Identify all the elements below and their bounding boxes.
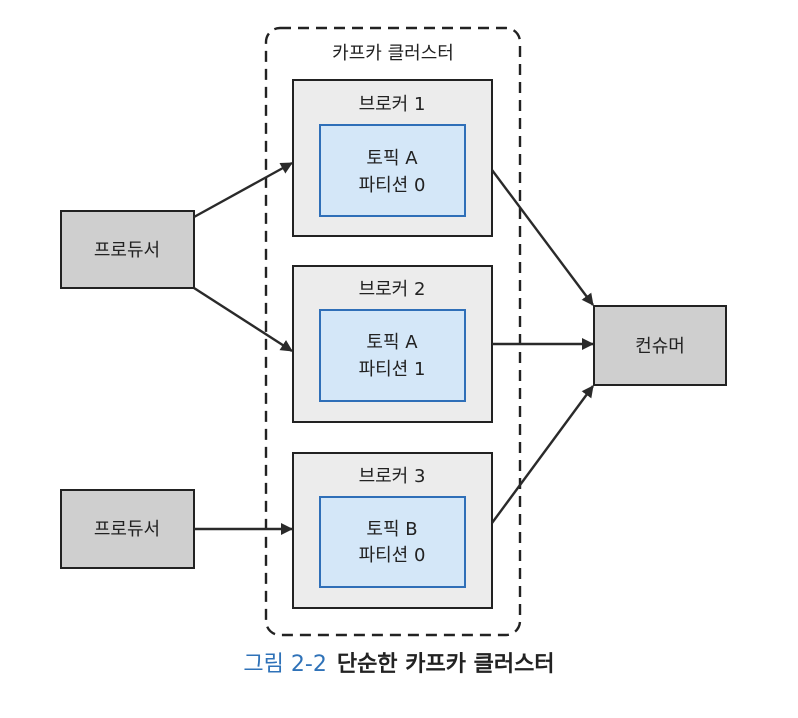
arrow-broker3-consumer — [491, 385, 594, 524]
cluster-label: 카프카 클러스터 — [332, 43, 454, 64]
partition-2-topic: 토픽 A — [366, 332, 418, 353]
broker-2: 브로커 2 토픽 A 파티션 1 — [292, 265, 493, 423]
broker-1-label: 브로커 1 — [359, 94, 426, 115]
arrow-producer1-broker1 — [193, 161, 293, 219]
producer-1-label: 프로듀서 — [94, 240, 160, 261]
partition-box-3: 토픽 B 파티션 0 — [319, 496, 466, 588]
producer-1: 프로듀서 — [60, 210, 195, 289]
producer-2: 프로듀서 — [60, 489, 195, 569]
broker-2-label: 브로커 2 — [359, 279, 426, 300]
figure-title: 단순한 카프카 클러스터 — [336, 652, 555, 677]
figure-number: 그림 2-2 — [243, 652, 327, 677]
broker-3-label: 브로커 3 — [359, 466, 426, 487]
broker-1: 브로커 1 토픽 A 파티션 0 — [292, 79, 493, 237]
arrow-producer1-broker2 — [193, 286, 293, 353]
partition-box-1: 토픽 A 파티션 0 — [319, 124, 466, 217]
arrow-broker1-consumer — [491, 169, 594, 306]
partition-2-number: 파티션 1 — [359, 359, 426, 380]
cluster-boundary — [264, 26, 522, 637]
producer-2-label: 프로듀서 — [94, 519, 160, 540]
partition-3-topic: 토픽 B — [366, 519, 417, 540]
partition-1-number: 파티션 0 — [359, 175, 426, 196]
partition-box-2: 토픽 A 파티션 1 — [319, 309, 466, 402]
broker-3: 브로커 3 토픽 B 파티션 0 — [292, 452, 493, 609]
consumer: 컨슈머 — [593, 305, 727, 386]
partition-3-number: 파티션 0 — [359, 545, 426, 566]
consumer-label: 컨슈머 — [635, 336, 685, 357]
figure-caption: 그림 2-2 단순한 카프카 클러스터 — [0, 646, 798, 678]
partition-1-topic: 토픽 A — [366, 148, 418, 169]
